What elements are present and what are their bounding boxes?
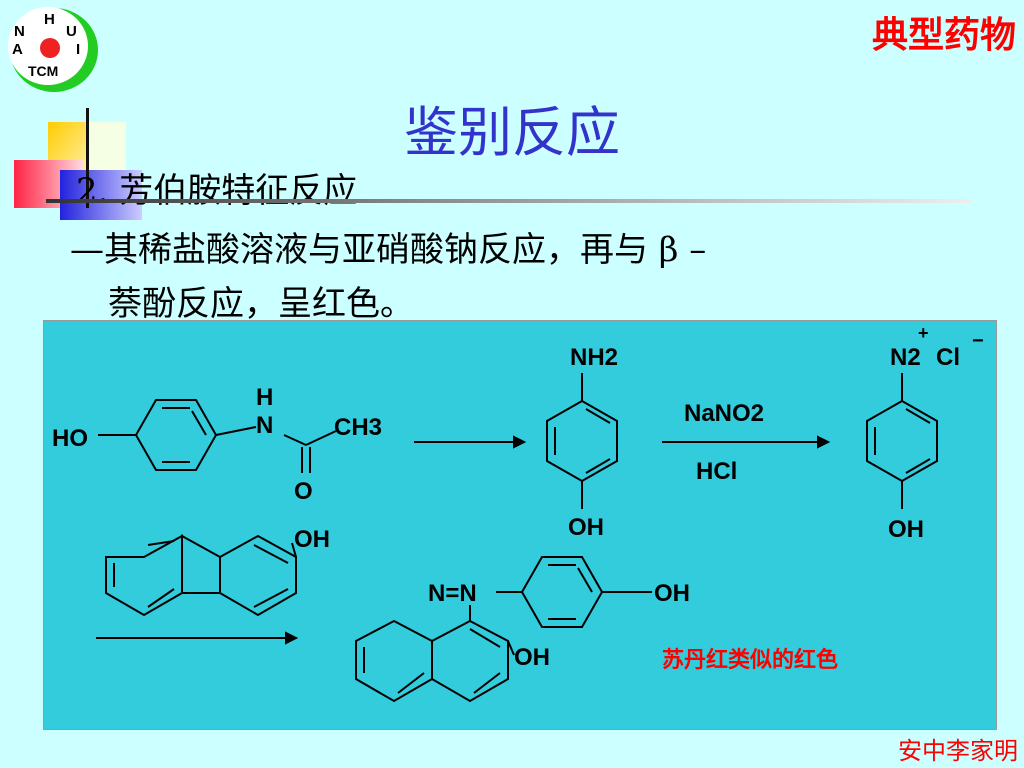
amide-n-label: N	[256, 412, 273, 439]
oh-label-1: OH	[568, 514, 604, 541]
aryl-n-bond	[215, 426, 257, 436]
red-dot-icon	[40, 38, 60, 58]
acetaminophen-ring	[134, 399, 218, 471]
product-color-note: 苏丹红类似的红色	[662, 647, 838, 672]
azo-phenol-oh-label: OH	[654, 580, 690, 607]
azo-nn-label: N=N	[428, 580, 477, 607]
beta-naphthol-rings	[105, 534, 297, 617]
diazonium-ring	[866, 399, 938, 483]
description-line-1: —其稀盐酸溶液与亚硝酸钠反应，再与 β –	[70, 230, 707, 270]
oh-label-2: OH	[888, 516, 924, 543]
footer-author: 安中李家明	[898, 737, 1018, 765]
amide-h-label: H	[256, 384, 273, 411]
ahnu-tcm-logo: H N U A I TCM	[8, 7, 98, 92]
aminophenol-ring	[546, 399, 618, 483]
ch3-label: CH3	[334, 414, 382, 441]
minus-charge: −	[972, 330, 984, 352]
azo-naphthalene-rings	[355, 619, 509, 703]
reaction-scheme: HO H N CH3 O NH2 OH NaNO2 HCl + N2 Cl − …	[52, 323, 984, 703]
page-title: 鉴别反应	[404, 101, 620, 164]
reaction-scheme-panel: HO H N CH3 O NH2 OH NaNO2 HCl + N2 Cl − …	[43, 320, 997, 730]
azo-phenyl-ring	[520, 556, 604, 628]
naphthol-oh-label: OH	[294, 526, 330, 553]
heading-divider	[46, 199, 972, 203]
description-line-2: 萘酚反应，呈红色。	[108, 284, 414, 324]
logo-letter-i: I	[76, 41, 80, 58]
logo-letter-u: U	[66, 23, 77, 40]
hcl-label: HCl	[696, 458, 737, 485]
topic-heading: 2. 芳伯胺特征反应	[76, 171, 358, 211]
n2-label: N2	[890, 344, 921, 371]
azo-naphthol-oh-label: OH	[514, 644, 550, 671]
cl-label: Cl	[936, 344, 960, 371]
logo-letter-tcm: TCM	[28, 63, 58, 79]
nh2-label: NH2	[570, 344, 618, 371]
category-title: 典型药物	[871, 14, 1016, 56]
logo-letter-h: H	[44, 11, 55, 28]
plus-charge: +	[918, 323, 929, 343]
carbonyl-o-label: O	[294, 478, 313, 505]
logo-letter-a: A	[12, 41, 23, 58]
nano2-label: NaNO2	[684, 400, 764, 427]
ho-label: HO	[52, 425, 88, 452]
n-carbonyl-bond	[283, 434, 307, 446]
carbonyl-methyl-bond	[305, 430, 337, 446]
logo-letter-n: N	[14, 23, 25, 40]
